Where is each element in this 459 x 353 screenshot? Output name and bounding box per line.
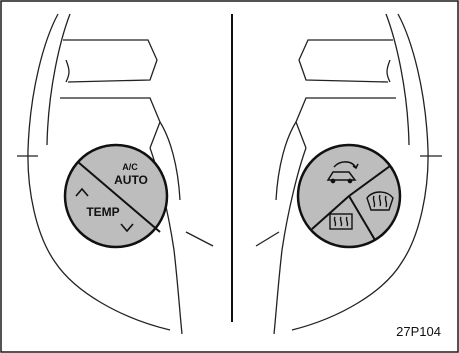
left-climate-switch[interactable]: A/C AUTO TEMP <box>65 145 167 247</box>
auto-button-label[interactable]: AUTO <box>114 173 148 187</box>
figure-id-label: 27P104 <box>396 324 441 339</box>
left-switch-body[interactable] <box>65 145 167 247</box>
right-climate-switch[interactable] <box>298 145 400 247</box>
temp-label: TEMP <box>86 205 119 219</box>
ac-label: A/C <box>122 162 138 172</box>
